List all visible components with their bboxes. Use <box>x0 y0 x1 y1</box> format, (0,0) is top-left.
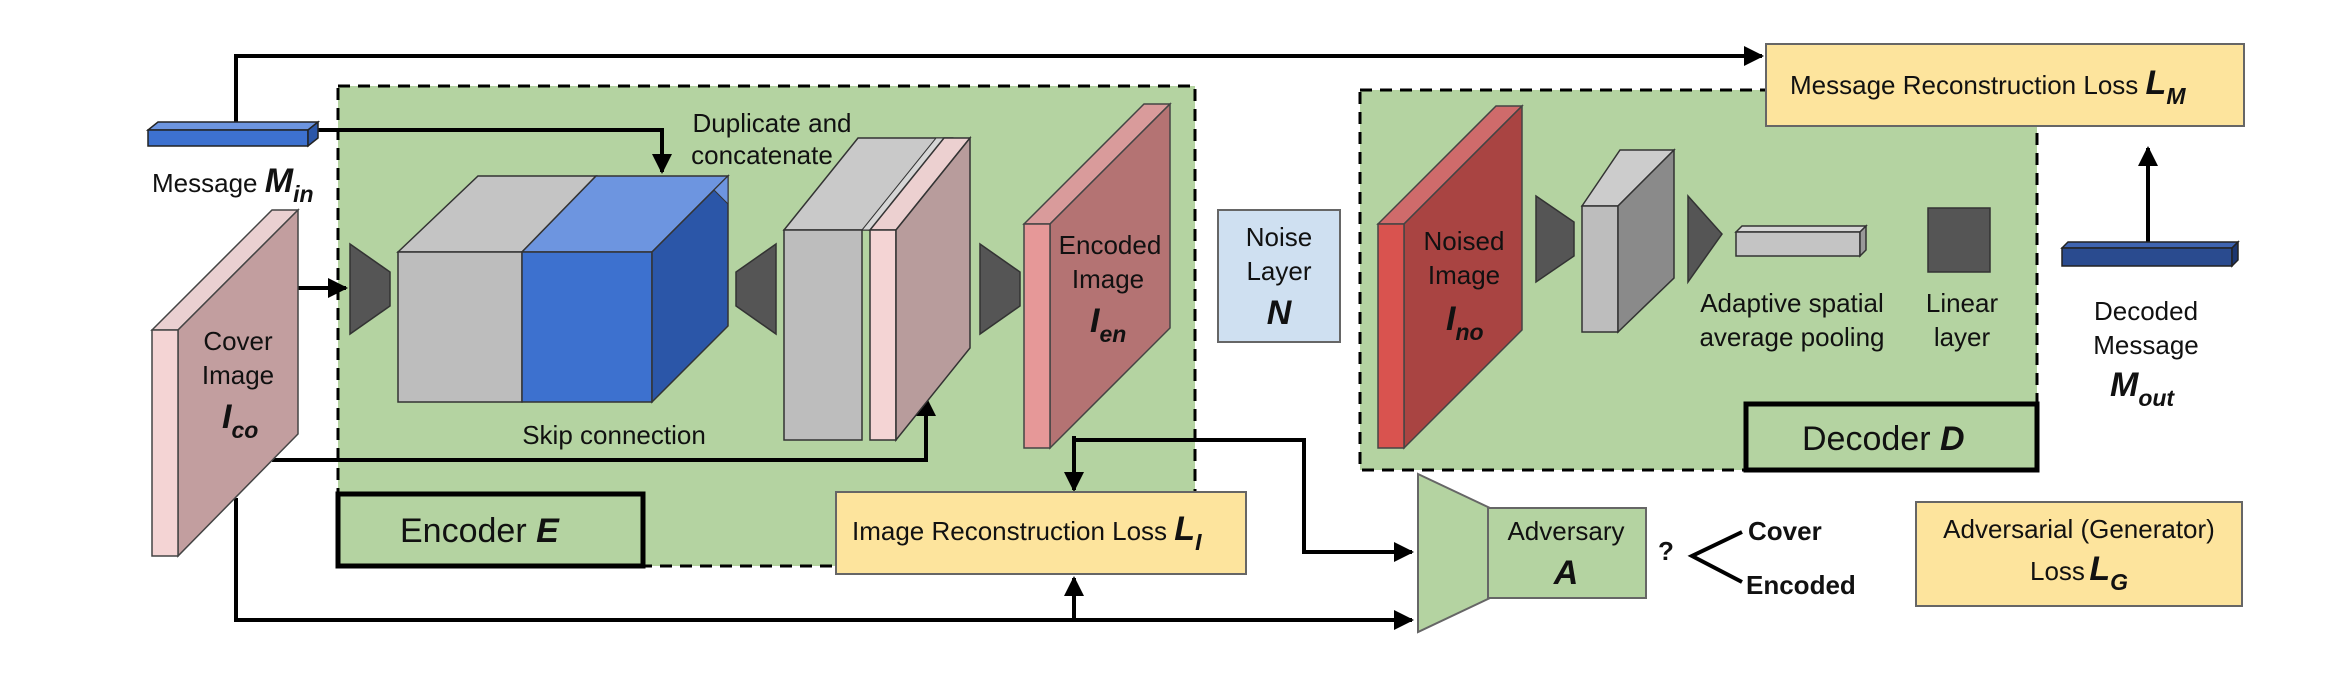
discriminator-trapezoid-icon <box>1417 472 1491 634</box>
encoder-symbol: E <box>536 512 560 550</box>
message-loss-box <box>1765 43 2245 127</box>
encoder-conv-block-icon-1 <box>349 242 391 336</box>
decoder-title: Decoder <box>1802 420 1931 458</box>
svg-text:Ino: Ino <box>1446 300 1484 345</box>
arrow-message-to-message-loss <box>234 46 1764 124</box>
noise-layer-line2: Layer <box>1246 256 1311 286</box>
cover-image-symbol: I <box>222 398 233 436</box>
concat-stack-icon <box>782 135 972 443</box>
decoded-message-bar-icon <box>2060 240 2240 268</box>
adversary-output-encoded: Encoded <box>1746 570 1856 600</box>
noised-image-line2: Image <box>1428 260 1500 290</box>
decoder-conv-block-icon-2 <box>1687 194 1723 285</box>
linear-layer-square-icon <box>1927 207 1991 273</box>
message-in-symbol: M <box>265 162 294 200</box>
adversary-question: ? <box>1658 536 1674 566</box>
svg-text:Ien: Ien <box>1090 302 1126 347</box>
decoded-message-subscript: out <box>2138 385 2175 411</box>
adversary-label: Adversary <box>1507 516 1624 546</box>
decoded-message-line1: Decoded <box>2094 296 2198 326</box>
message-in-label: Message <box>152 168 258 198</box>
arrow-encoded-to-adversary <box>1074 438 1414 562</box>
adversarial-loss-box <box>1915 501 2243 607</box>
message-loss-symbol: L <box>2146 64 2167 102</box>
image-loss-box <box>835 491 1247 575</box>
linear-line2: layer <box>1934 322 1991 352</box>
cover-image-line2: Image <box>202 360 274 390</box>
message-loss-label: Message Reconstruction Loss <box>1790 70 2138 100</box>
encoded-image-line1: Encoded <box>1059 230 1162 260</box>
encoder-title: Encoder <box>400 512 527 550</box>
encoded-image-slab-icon <box>1022 102 1172 450</box>
adversary-symbol: A <box>1553 554 1579 592</box>
encoder-conv-block-icon-3 <box>979 242 1021 336</box>
pooling-line1: Adaptive spatial <box>1700 288 1884 318</box>
feature-cube-icon <box>396 174 730 404</box>
connections <box>234 46 2158 630</box>
arrow-skip-connection <box>272 396 936 462</box>
decoder-conv-block-icon-1 <box>1535 194 1575 284</box>
cover-image-slab-icon <box>150 208 300 558</box>
cover-image-subscript: co <box>231 417 258 443</box>
noised-image-symbol: I <box>1446 300 1457 338</box>
image-loss-subscript: I <box>1195 529 1202 555</box>
svg-text:Message Reconstruction Loss LM: Message Reconstruction Loss LM <box>1790 64 2186 109</box>
pooling-line2: average pooling <box>1699 322 1884 352</box>
noise-layer-line1: Noise <box>1246 222 1312 252</box>
svg-text:Loss LG: Loss LG <box>2030 550 2128 595</box>
adversarial-loss-line2: Loss <box>2030 556 2085 586</box>
image-loss-symbol: L <box>1174 510 1195 548</box>
svg-text:Mout: Mout <box>2110 366 2175 411</box>
skip-connection-label: Skip connection <box>522 420 706 450</box>
message-in-subscript: in <box>293 181 313 207</box>
decoded-message-line2: Message <box>2093 330 2199 360</box>
arrow-cover-to-adversary <box>234 498 1414 630</box>
duplicate-line1: Duplicate and <box>693 108 852 138</box>
decoder-title-box <box>1743 401 2040 473</box>
duplicate-line2: concatenate <box>691 140 833 170</box>
encoder-title-box <box>335 491 646 569</box>
adversary-output-branch <box>1687 530 1743 584</box>
decoder-feature-block-icon <box>1580 148 1676 334</box>
noised-image-line1: Noised <box>1424 226 1505 256</box>
adversary-output-cover: Cover <box>1748 516 1822 546</box>
encoded-image-symbol: I <box>1090 302 1101 340</box>
message-loss-subscript: M <box>2166 83 2186 109</box>
noised-image-subscript: no <box>1455 319 1483 345</box>
encoded-image-subscript: en <box>1099 321 1126 347</box>
cover-image-line1: Cover <box>203 326 273 356</box>
encoder-conv-block-icon-2 <box>735 242 777 336</box>
svg-text:Message Min: Message Min <box>152 162 314 207</box>
pooling-bar-icon <box>1734 224 1868 258</box>
adversary-box <box>1487 507 1647 599</box>
adversarial-loss-line1: Adversarial (Generator) <box>1943 514 2215 544</box>
linear-line1: Linear <box>1926 288 1999 318</box>
noise-layer-symbol: N <box>1267 294 1293 332</box>
arrow-message-to-duplicate <box>318 128 672 174</box>
noised-image-slab-icon <box>1376 104 1524 450</box>
svg-text:Decoder D: Decoder D <box>1802 420 1965 458</box>
svg-text:Encoder E: Encoder E <box>400 512 560 550</box>
adversarial-loss-subscript: G <box>2110 569 2128 595</box>
svg-text:Ico: Ico <box>222 398 258 443</box>
decoder-symbol: D <box>1940 420 1965 458</box>
decoded-message-symbol: M <box>2110 366 2139 404</box>
encoded-image-line2: Image <box>1072 264 1144 294</box>
svg-text:Image Reconstruction Loss LI: Image Reconstruction Loss LI <box>852 510 1202 555</box>
image-loss-label: Image Reconstruction Loss <box>852 516 1167 546</box>
adversarial-loss-symbol: L <box>2089 550 2110 588</box>
noise-layer-box <box>1217 209 1341 343</box>
message-bar-icon <box>145 120 321 148</box>
